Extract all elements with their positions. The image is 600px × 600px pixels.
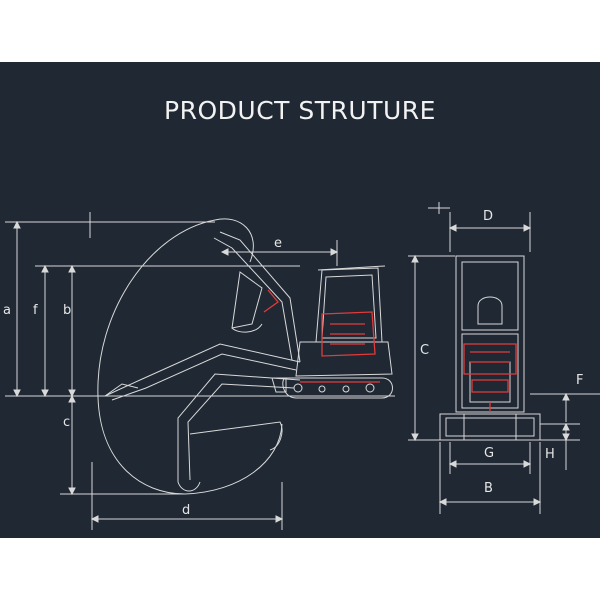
dimension-label-f: f [33, 303, 38, 318]
engine-detail-front [463, 343, 517, 412]
excavator-body-front [439, 255, 541, 441]
side-view-labels: a f b c d e [3, 236, 282, 518]
dimension-label-a: a [3, 303, 11, 318]
excavator-body-side [271, 265, 393, 399]
engine-detail-side [263, 289, 380, 383]
dimension-label-d: d [182, 503, 190, 518]
dimension-label-e: e [274, 236, 282, 251]
side-dimension-lines [5, 212, 395, 530]
arm-mid-position [104, 343, 301, 401]
dimension-label-C: C [420, 343, 429, 358]
front-dimension-lines [408, 202, 600, 514]
dimension-label-B: B [484, 481, 493, 496]
arm-low-position [177, 373, 301, 492]
page-title: PRODUCT STRUTURE [164, 96, 436, 125]
dimension-label-D: D [483, 209, 493, 224]
excavator-drawing: a f b c d e D C F G B H [3, 202, 600, 530]
diagram-canvas: PRODUCT STRUTURE [0, 62, 600, 538]
dimension-label-H: H [545, 447, 555, 462]
arm-high-position [213, 231, 301, 363]
dimension-label-b: b [63, 303, 71, 318]
dimension-label-c: c [63, 415, 70, 430]
front-view-labels: D C F G B H [420, 209, 583, 496]
reach-envelope [97, 219, 283, 495]
dimension-label-G: G [484, 446, 494, 461]
dimension-label-F: F [576, 373, 583, 388]
